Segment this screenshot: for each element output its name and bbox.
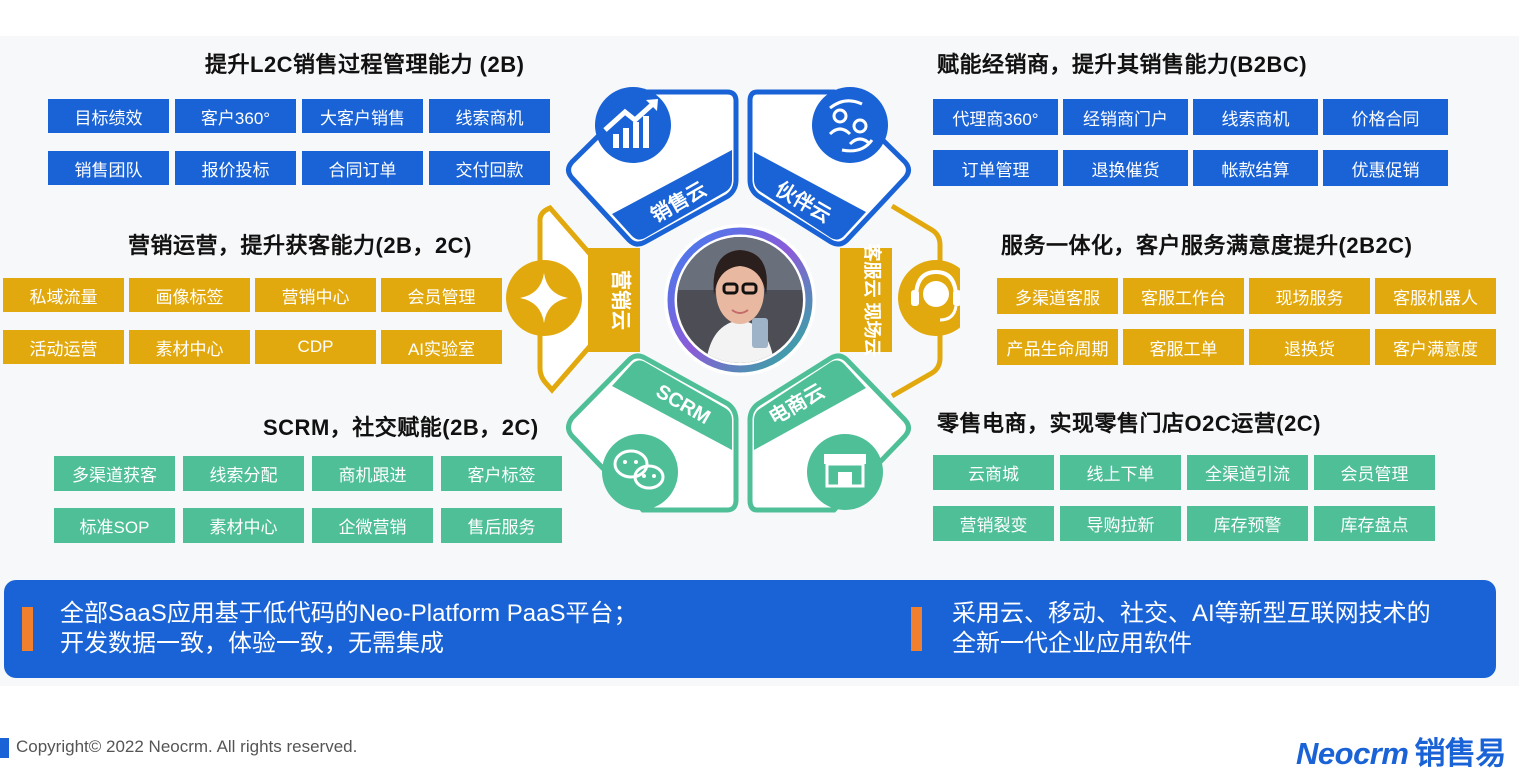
scrm-tag-grid: 多渠道获客 线索分配 商机跟进 客户标签 标准SOP 素材中心 企微营销 售后服… [54,456,562,543]
ecommerce-section-title: 零售电商，实现零售门店O2C运营(2C) [937,411,1322,436]
marketing-section-title: 营销运营，提升获客能力(2B，2C) [128,233,472,258]
wechat-icon [602,434,678,510]
banner-left-line1: 全部SaaS应用基于低代码的Neo-Platform PaaS平台； [60,600,638,627]
ecommerce-tag-grid: 云商城 线上下单 全渠道引流 会员管理 营销裂变 导购拉新 库存预警 库存盘点 [933,455,1435,541]
partner-tag: 线索商机 [1193,99,1318,135]
banner-left-line2: 开发数据一致，体验一致，无需集成 [60,630,444,657]
scrm-tag: 标准SOP [54,508,175,543]
marketing-tag: 会员管理 [381,278,502,312]
scrm-tag: 线索分配 [183,456,304,491]
marketing-tag: 营销中心 [255,278,376,312]
marketing-tag: 活动运营 [3,330,124,364]
service-tag: 退换货 [1249,329,1370,365]
scrm-tag: 企微营销 [312,508,433,543]
banner-right-line2: 全新一代企业应用软件 [952,630,1192,657]
ecommerce-tag: 营销裂变 [933,506,1054,541]
scrm-tag: 客户标签 [441,456,562,491]
ecommerce-tag: 库存预警 [1187,506,1308,541]
marketing-tag-grid: 私域流量 画像标签 营销中心 会员管理 活动运营 素材中心 CDP AI实验室 [3,278,502,364]
service-tag: 产品生命周期 [997,329,1118,365]
partner-tag: 优惠促销 [1323,150,1448,186]
sales-tag-grid: 目标绩效 客户360° 大客户销售 线索商机 销售团队 报价投标 合同订单 交付… [48,99,550,185]
service-tag: 现场服务 [1249,278,1370,314]
service-tag: 客服机器人 [1375,278,1496,314]
ecommerce-tag: 库存盘点 [1314,506,1435,541]
sales-tag: 销售团队 [48,151,169,185]
scrm-tag: 多渠道获客 [54,456,175,491]
service-tag: 客户满意度 [1375,329,1496,365]
partner-tag: 经销商门户 [1063,99,1188,135]
growth-chart-icon [595,87,671,163]
scrm-section-title: SCRM，社交赋能(2B，2C) [263,415,539,440]
cloud-hexagon-diagram: 销售云 伙伴云 营销云 客服云 现场云 [506,87,960,513]
ecommerce-tag: 全渠道引流 [1187,455,1308,490]
service-tag-grid: 多渠道客服 客服工作台 现场服务 客服机器人 产品生命周期 客服工单 退换货 客… [997,278,1496,365]
partner-tag: 帐款结算 [1193,150,1318,186]
sales-tag: 客户360° [175,99,296,133]
sales-tag: 合同订单 [302,151,423,185]
footer-accent-bar [0,738,9,758]
service-tag: 客服工作台 [1123,278,1244,314]
marketing-tag: 素材中心 [129,330,250,364]
scrm-tag: 售后服务 [441,508,562,543]
partner-section-title: 赋能经销商，提升其销售能力(B2BC) [937,52,1308,77]
ecommerce-tag: 线上下单 [1060,455,1181,490]
orange-accent-bar [22,607,33,651]
sales-tag: 大客户销售 [302,99,423,133]
marketing-tag: AI实验室 [381,330,502,364]
people-cycle-icon [812,87,888,163]
partner-tag: 价格合同 [1323,99,1448,135]
sales-tag: 交付回款 [429,151,550,185]
service-tag: 多渠道客服 [997,278,1118,314]
copyright-text: Copyright© 2022 Neocrm. All rights reser… [16,737,358,756]
storefront-icon [807,434,883,510]
service-cloud-label: 客服云 现场云 [862,243,883,356]
service-section-title: 服务一体化，客户服务满意度提升(2B2C) [1001,233,1413,258]
sales-tag: 报价投标 [175,151,296,185]
ecommerce-tag: 云商城 [933,455,1054,490]
partner-tag: 退换催货 [1063,150,1188,186]
partner-tag: 代理商360° [933,99,1058,135]
partner-tag-grid: 代理商360° 经销商门户 线索商机 价格合同 订单管理 退换催货 帐款结算 优… [933,99,1448,186]
sales-section-title: 提升L2C销售过程管理能力 (2B) [205,52,525,77]
marketing-tag: 私域流量 [3,278,124,312]
partner-tag: 订单管理 [933,150,1058,186]
marketing-tag: CDP [255,330,376,364]
orange-accent-bar [911,607,922,651]
ecommerce-tag: 导购拉新 [1060,506,1181,541]
person-with-phone-avatar [664,224,816,376]
service-tag: 客服工单 [1123,329,1244,365]
headset-agent-icon [898,260,960,336]
scrm-tag: 商机跟进 [312,456,433,491]
logo-cn: 销售易 [1414,736,1506,771]
logo-en: Neocrm [1296,736,1409,771]
sparkle-icon [506,260,582,336]
sales-tag: 线索商机 [429,99,550,133]
scrm-tag: 素材中心 [183,508,304,543]
banner-right-line1: 采用云、移动、社交、AI等新型互联网技术的 [952,600,1431,627]
sales-tag: 目标绩效 [48,99,169,133]
platform-banner: 全部SaaS应用基于低代码的Neo-Platform PaaS平台； 开发数据一… [4,580,1496,678]
ecommerce-tag: 会员管理 [1314,455,1435,490]
marketing-cloud-label: 营销云 [609,270,633,330]
marketing-tag: 画像标签 [129,278,250,312]
